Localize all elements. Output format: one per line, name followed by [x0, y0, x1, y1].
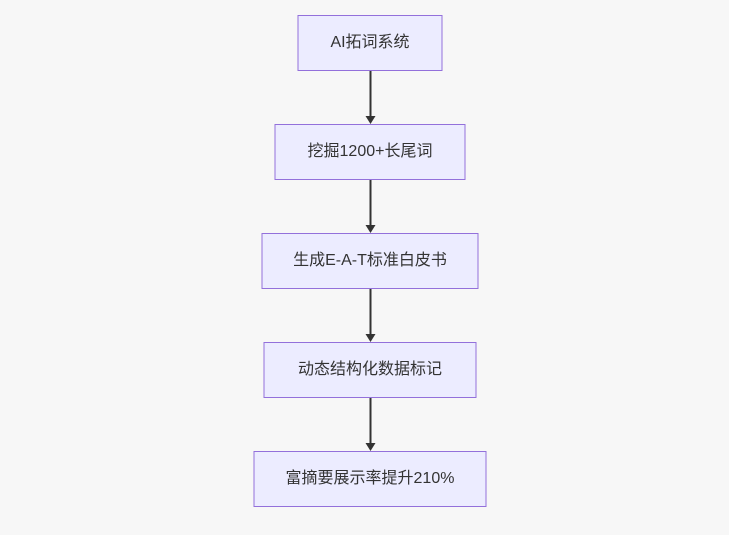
- node-label: 动态结构化数据标记: [297, 361, 442, 378]
- arrow-connector: [365, 398, 375, 451]
- node-label: AI拓词系统: [330, 34, 410, 51]
- arrowhead-down-icon: [365, 443, 375, 451]
- flowchart-node: 生成E-A-T标准白皮书: [261, 233, 479, 289]
- arrow-line: [369, 289, 371, 335]
- arrowhead-down-icon: [365, 334, 375, 342]
- flowchart-node: AI拓词系统: [297, 15, 443, 71]
- flowchart-node: 挖掘1200+长尾词: [274, 124, 466, 180]
- arrow-connector: [365, 180, 375, 233]
- flowchart: AI拓词系统 挖掘1200+长尾词 生成E-A-T标准白皮书 动态结构化数据标记: [253, 15, 487, 507]
- arrow-line: [369, 398, 371, 444]
- arrow-connector: [365, 71, 375, 124]
- node-label: 富摘要展示率提升210%: [285, 470, 455, 487]
- arrow-line: [369, 71, 371, 117]
- arrow-line: [369, 180, 371, 226]
- arrowhead-down-icon: [365, 225, 375, 233]
- flowchart-node: 富摘要展示率提升210%: [253, 451, 487, 507]
- node-label: 挖掘1200+长尾词: [307, 143, 433, 160]
- flowchart-node: 动态结构化数据标记: [263, 342, 477, 398]
- arrowhead-down-icon: [365, 116, 375, 124]
- arrow-connector: [365, 289, 375, 342]
- node-label: 生成E-A-T标准白皮书: [293, 252, 447, 269]
